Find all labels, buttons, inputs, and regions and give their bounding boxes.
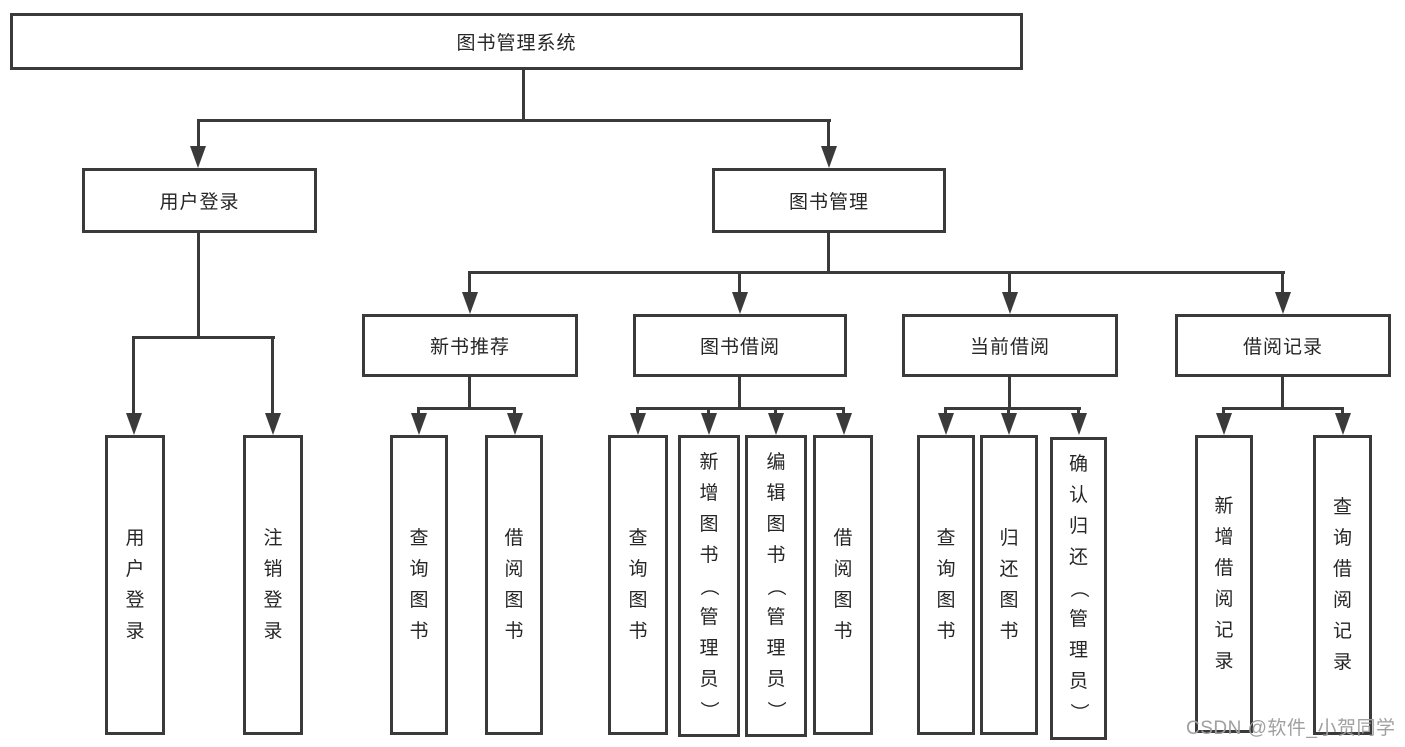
node-label: 新书推荐: [429, 337, 510, 358]
arrowhead-down-icon: [462, 292, 478, 314]
leaf-cb-confirm-return-admin: 确认归还（管理员）: [1050, 437, 1107, 740]
leaf-user-login: 用户登录: [105, 435, 165, 735]
node-book-management: 图书管理: [712, 168, 946, 233]
connector-line: [1007, 407, 1010, 416]
leaf-nb-query-books: 查询图书: [390, 435, 448, 735]
leaf-bb-edit-books-admin: 编辑图书（管理员）: [745, 435, 807, 737]
leaf-bb-add-books-admin: 新增图书（管理员）: [678, 435, 740, 737]
arrowhead-down-icon: [1216, 413, 1232, 435]
leaf-logout: 注销登录: [243, 435, 303, 735]
connector-line: [738, 377, 741, 409]
node-label: 当前借阅: [969, 337, 1050, 358]
leaf-br-query-record: 查询借阅记录: [1313, 435, 1372, 735]
leaf-label: 查询图书: [628, 528, 648, 642]
connector-line: [944, 407, 947, 416]
connector-line: [271, 336, 274, 416]
connector-line: [468, 271, 1285, 274]
connector-line: [1281, 377, 1284, 409]
arrowhead-down-icon: [732, 292, 748, 314]
connector-line: [1222, 407, 1344, 410]
connector-line: [1008, 271, 1011, 295]
connector-line: [1077, 407, 1080, 416]
arrowhead-down-icon: [1002, 292, 1018, 314]
node-label: 用户登录: [159, 192, 240, 213]
leaf-cb-query-books: 查询图书: [917, 435, 975, 735]
connector-line: [468, 377, 471, 409]
arrowhead-down-icon: [938, 413, 954, 435]
arrowhead-down-icon: [630, 413, 646, 435]
connector-line: [944, 407, 1081, 410]
connector-line: [468, 271, 471, 295]
connector-line: [197, 119, 200, 149]
node-book-borrow: 图书借阅: [633, 314, 847, 377]
connector-line: [1222, 407, 1225, 416]
connector-line: [827, 233, 830, 273]
leaf-label: 注销登录: [263, 528, 283, 642]
leaf-bb-query-books: 查询图书: [608, 435, 668, 735]
node-user-login: 用户登录: [82, 168, 317, 233]
arrowhead-down-icon: [836, 413, 852, 435]
node-label: 图书借阅: [699, 337, 780, 358]
connector-line: [1008, 377, 1011, 409]
leaf-label: 用户登录: [125, 528, 145, 642]
arrowhead-down-icon: [1071, 413, 1087, 435]
connector-line: [417, 407, 420, 416]
leaf-cb-return-books: 归还图书: [980, 435, 1038, 735]
arrowhead-down-icon: [126, 413, 142, 435]
connector-line: [738, 271, 741, 295]
connector-line: [636, 407, 845, 410]
connector-line: [842, 407, 845, 416]
node-borrow-records: 借阅记录: [1175, 314, 1391, 377]
connector-line: [513, 407, 516, 416]
connector-line: [522, 70, 525, 119]
leaf-label: 借阅图书: [504, 528, 524, 642]
leaf-label: 查询借阅记录: [1332, 497, 1352, 673]
leaf-br-add-record: 新增借阅记录: [1195, 435, 1253, 733]
connector-line: [1341, 407, 1344, 416]
connector-line: [827, 119, 830, 149]
leaf-label: 新增图书（管理员）: [698, 451, 720, 720]
node-library-management-system: 图书管理系统: [10, 13, 1023, 70]
connector-line: [1281, 271, 1284, 295]
leaf-label: 归还图书: [999, 528, 1019, 642]
connector-line: [707, 407, 710, 416]
arrowhead-down-icon: [507, 413, 523, 435]
connector-line: [132, 336, 275, 339]
leaf-label: 确认归还（管理员）: [1067, 454, 1089, 723]
arrowhead-down-icon: [1275, 292, 1291, 314]
arrowhead-down-icon: [265, 413, 281, 435]
node-label: 图书管理: [788, 192, 869, 213]
connector-line: [774, 407, 777, 416]
arrowhead-down-icon: [701, 413, 717, 435]
connector-line: [197, 119, 831, 122]
leaf-label: 借阅图书: [833, 528, 853, 642]
arrowhead-down-icon: [1001, 413, 1017, 435]
csdn-watermark: CSDN @软件_小贺同学: [1186, 718, 1396, 739]
connector-line: [132, 336, 135, 416]
connector-line: [197, 233, 200, 336]
arrowhead-down-icon: [1335, 413, 1351, 435]
leaf-bb-borrow-books: 借阅图书: [813, 435, 873, 735]
connector-line: [636, 407, 639, 416]
leaf-label: 查询图书: [936, 528, 956, 642]
leaf-label: 查询图书: [409, 528, 429, 642]
node-label: 借阅记录: [1242, 337, 1323, 358]
arrowhead-down-icon: [821, 146, 837, 168]
leaf-nb-borrow-books: 借阅图书: [485, 435, 543, 735]
leaf-label: 新增借阅记录: [1214, 496, 1234, 672]
node-label: 图书管理系统: [456, 33, 577, 54]
connector-line: [417, 407, 516, 410]
node-current-borrow: 当前借阅: [902, 314, 1118, 377]
arrowhead-down-icon: [768, 413, 784, 435]
arrowhead-down-icon: [411, 413, 427, 435]
arrowhead-down-icon: [190, 146, 206, 168]
node-new-book-recommend: 新书推荐: [362, 314, 578, 377]
leaf-label: 编辑图书（管理员）: [765, 451, 787, 720]
